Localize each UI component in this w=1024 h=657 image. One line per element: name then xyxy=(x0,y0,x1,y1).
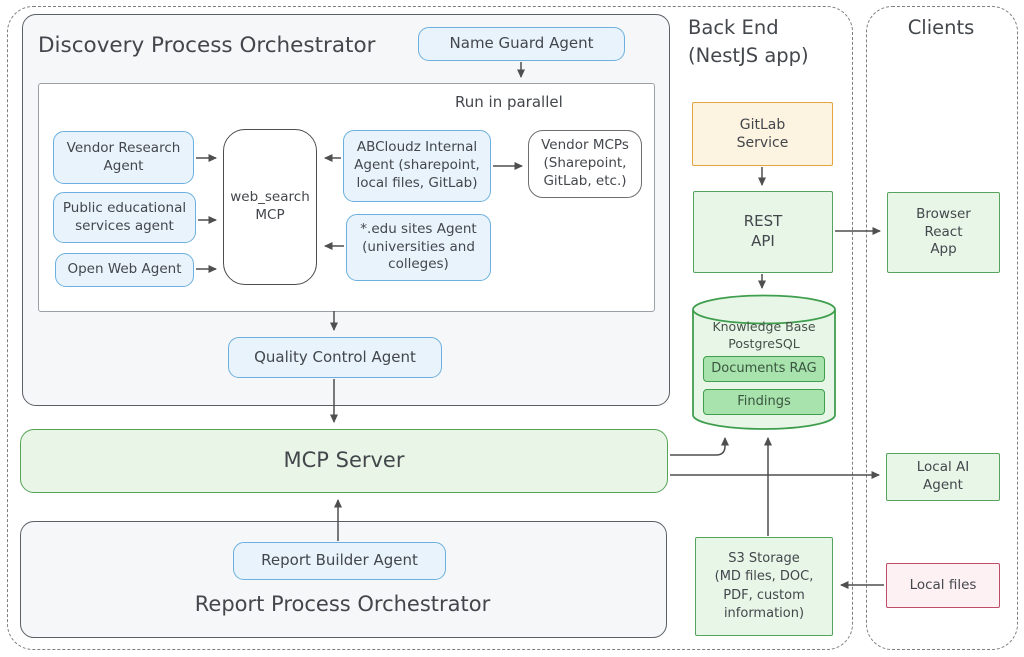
quality-control-agent-node: Quality Control Agent xyxy=(228,337,442,378)
public-educational-agent-node: Public educational services agent xyxy=(53,192,196,243)
browser-react-app-node: Browser React App xyxy=(887,192,1000,273)
edu-sites-agent-node: *.edu sites Agent (universities and coll… xyxy=(346,214,491,281)
abcloudz-internal-agent-node: ABCloudz Internal Agent (sharepoint, loc… xyxy=(343,130,491,202)
report-builder-agent-node: Report Builder Agent xyxy=(233,542,446,580)
vendor-mcps-node: Vendor MCPs (Sharepoint, GitLab, etc.) xyxy=(528,130,642,198)
report-title: Report Process Orchestrator xyxy=(194,592,491,616)
knowledge-base-cylinder: Knowledge Base PostgreSQL Documents RAG … xyxy=(691,293,837,433)
name-guard-agent-node: Name Guard Agent xyxy=(418,27,625,61)
clients-dashed-region xyxy=(866,6,1018,650)
knowledge-base-title: Knowledge Base PostgreSQL xyxy=(712,319,816,351)
clients-title: Clients xyxy=(907,16,975,39)
vendor-research-agent-node: Vendor Research Agent xyxy=(53,131,194,184)
web-search-mcp-node: web_search MCP xyxy=(223,129,317,285)
main-dashed-region xyxy=(7,6,853,650)
findings-node: Findings xyxy=(703,389,825,415)
open-web-agent-node: Open Web Agent xyxy=(55,253,194,287)
backend-title: Back End (NestJS app) xyxy=(688,16,809,68)
parallel-label: Run in parallel xyxy=(455,93,563,111)
gitlab-service-node: GitLab Service xyxy=(692,102,833,166)
s3-storage-node: S3 Storage (MD files, DOC, PDF, custom i… xyxy=(695,537,833,636)
mcp-server-node: MCP Server xyxy=(20,429,668,493)
local-ai-agent-node: Local AI Agent xyxy=(886,453,1000,501)
discovery-title: Discovery Process Orchestrator xyxy=(38,33,376,58)
local-files-node: Local files xyxy=(886,563,1000,608)
documents-rag-node: Documents RAG xyxy=(703,356,825,382)
rest-api-node: REST API xyxy=(693,191,833,273)
